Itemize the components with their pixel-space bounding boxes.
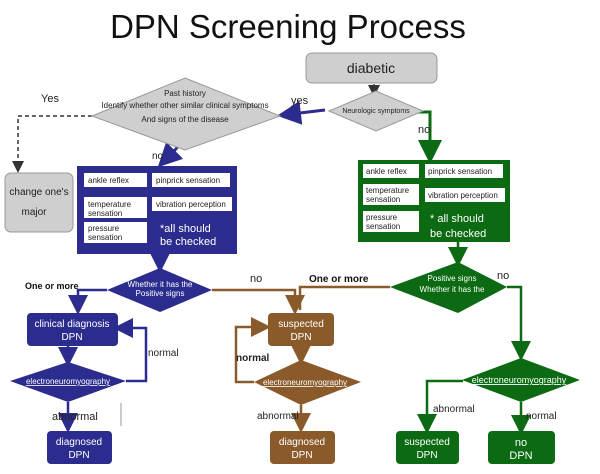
blue-check-note-line2: be checked — [160, 236, 216, 248]
blue-check-temp-line2: sensation — [88, 209, 122, 218]
blue-check-pinprick — [152, 173, 230, 187]
blue-check-ankle-label: ankle reflex — [88, 176, 129, 185]
edge-past-change-yes — [12, 115, 92, 173]
blue-check-pressure-line1: pressure — [88, 224, 120, 233]
edge-blue-pos-clinical — [68, 288, 107, 315]
past-history-line1: Past history — [164, 89, 206, 98]
green-positive-diamond — [390, 262, 507, 313]
green-check-temp-line2: sensation — [366, 195, 400, 204]
blue-check-temp — [84, 197, 147, 218]
edge-neuro-past-yes — [277, 100, 326, 125]
suspected-dpn-brown-node — [268, 313, 334, 346]
label-no-mid: no — [250, 273, 262, 285]
change-major-line2: major — [21, 207, 47, 218]
green-check-pressure-line1: pressure — [366, 213, 398, 222]
diagnosed-dpn-blue-node — [47, 431, 112, 464]
edge-blue-pos-suspected — [212, 288, 305, 315]
neurologic-diamond — [327, 90, 425, 132]
label-no-past: no — [152, 151, 164, 162]
clinical-diagnosis-node — [27, 313, 118, 346]
green-check-pressure — [363, 211, 419, 232]
blue-check-vib-label: vibration perception — [156, 200, 226, 209]
emg-brown-diamond — [254, 360, 361, 405]
suspected-dpn-green-node — [396, 431, 459, 464]
blue-positive-diamond — [107, 268, 212, 312]
label-no-neuro: no — [418, 124, 430, 136]
edge-blue-emg-normal — [113, 318, 148, 383]
diagnosed-brown-line2: DPN — [291, 450, 312, 461]
green-check-vib — [425, 188, 505, 202]
neurologic-label: Neurologic symptoms — [342, 108, 410, 115]
blue-check-pressure — [84, 222, 147, 243]
label-normal-blue: normal — [148, 348, 179, 359]
emg-blue-diamond — [10, 362, 126, 402]
emg-brown-label: electroneuromyography — [263, 378, 347, 387]
no-dpn-node — [488, 431, 555, 464]
blue-check-vib — [152, 197, 232, 211]
clinical-diagnosis-line1: clinical diagnosis — [34, 319, 109, 330]
suspected-brown-line2: DPN — [290, 332, 311, 343]
blue-positive-line1: Whether it has the — [128, 280, 193, 289]
green-positive-line2: Whether it has the — [420, 285, 485, 294]
label-abnormal-blue: abnormal — [52, 411, 98, 423]
diabetic-label: diabetic — [347, 60, 395, 76]
edge-green-pos-emg — [507, 285, 531, 361]
no-dpn-line1: no — [515, 437, 527, 449]
emg-green-label: electroneuromyography — [472, 375, 567, 385]
green-check-vib-label: vibration perception — [428, 191, 498, 200]
blue-check-note-line1: *all should — [160, 223, 211, 235]
edge-brown-emg-normal — [234, 317, 271, 384]
label-normal-brown: normal — [236, 353, 270, 364]
green-check-note-line2: be checked — [430, 228, 486, 240]
green-check-pressure-line2: sensation — [366, 222, 400, 231]
emg-green-diamond — [462, 358, 580, 402]
blue-positive-line2: Positive signs — [136, 289, 185, 298]
past-history-line2: Identify whether other similar clinical … — [101, 101, 268, 110]
green-check-ankle-label: ankle reflex — [366, 167, 407, 176]
label-abnormal-green: abnormal — [433, 404, 475, 415]
label-normal-green: normal — [526, 411, 557, 422]
suspected-green-line1: suspected — [404, 437, 450, 448]
label-one-or-more-left: One or more — [25, 281, 79, 291]
label-yes-left: Yes — [41, 93, 59, 105]
diagnosed-blue-line1: diagnosed — [56, 437, 102, 448]
edge-neuro-green-no — [418, 110, 442, 164]
diabetic-node — [305, 52, 438, 84]
label-no-right: no — [497, 270, 509, 282]
diagnosed-brown-line1: diagnosed — [279, 437, 325, 448]
past-history-diamond — [90, 77, 282, 151]
blue-check-temp-line1: temperature — [88, 200, 132, 209]
suspected-brown-line1: suspected — [278, 319, 324, 330]
green-positive-line1: Positive signs — [428, 274, 477, 283]
blue-check-pinprick-label: pinprick sensation — [156, 176, 220, 185]
green-check-pinprick-label: pinprick sensation — [428, 167, 492, 176]
label-one-or-more-right: One or more — [309, 274, 369, 285]
diagnosed-blue-line2: DPN — [68, 450, 89, 461]
diagnosed-dpn-brown-node — [270, 431, 335, 464]
edge-green-emg-suspected — [417, 379, 463, 434]
no-dpn-line2: DPN — [509, 450, 532, 462]
change-major-line1: change one's — [9, 187, 68, 198]
edge-green-pos-suspected — [298, 285, 390, 310]
emg-blue-label: electroneuromyography — [26, 377, 110, 386]
green-check-temp — [363, 184, 419, 205]
clinical-diagnosis-line2: DPN — [61, 332, 82, 343]
past-history-line3: And signs of the disease — [141, 115, 229, 124]
green-check-note-line1: * all should — [430, 213, 484, 225]
blue-check-pressure-line2: sensation — [88, 233, 122, 242]
green-check-pinprick — [425, 164, 503, 178]
label-yes-top: yes — [291, 95, 309, 107]
label-abnormal-brown: abnormal — [257, 411, 299, 422]
change-major-node — [4, 172, 74, 233]
green-check-ankle — [363, 164, 419, 178]
blue-check-ankle — [84, 173, 147, 187]
green-check-temp-line1: temperature — [366, 186, 410, 195]
suspected-green-line2: DPN — [416, 450, 437, 461]
page-title: DPN Screening Process — [110, 8, 466, 45]
